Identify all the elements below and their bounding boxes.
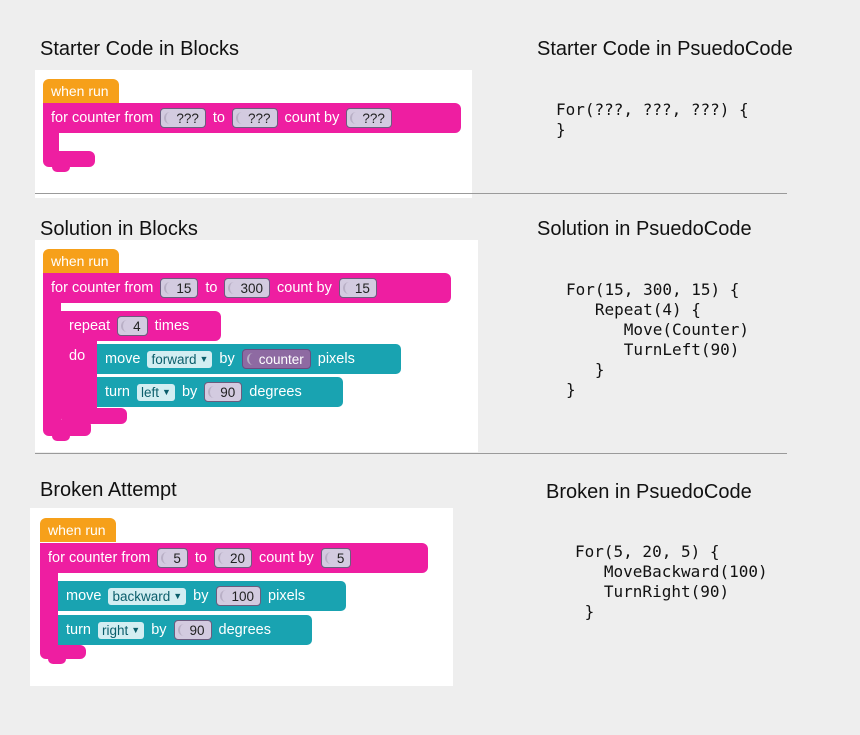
move-direction-dropdown[interactable]: forward▼: [147, 350, 213, 368]
turn-label: turn: [105, 384, 130, 400]
to-label: to: [205, 280, 218, 296]
for-loop-block[interactable]: for counter from 5 to 20 count by 5: [40, 543, 428, 573]
move-amount-slot[interactable]: 100: [215, 586, 262, 606]
from-slot[interactable]: ???: [160, 108, 206, 128]
dropdown-caret-icon: ▼: [162, 387, 171, 397]
degrees-label: degrees: [249, 384, 302, 400]
repeat-arm: [61, 341, 97, 411]
move-direction-value: forward: [151, 351, 197, 367]
block-notch: [52, 166, 70, 172]
starter-blocks-title: Starter Code in Blocks: [40, 38, 239, 60]
pixels-label: pixels: [317, 351, 355, 367]
starter-pseudo-title: Starter Code in PsuedoCode: [537, 38, 793, 60]
turn-block[interactable]: turn right▼ by 90 degrees: [58, 615, 312, 645]
solution-pseudocode: For(15, 300, 15) { Repeat(4) { Move(Coun…: [566, 280, 750, 399]
move-label: move: [105, 351, 141, 367]
for-loop-foot: [43, 420, 91, 436]
to-slot[interactable]: ???: [231, 108, 278, 128]
dropdown-caret-icon: ▼: [199, 354, 209, 364]
turn-block[interactable]: turn left▼ by 90 degrees: [97, 377, 343, 407]
repeat-times-slot[interactable]: 4: [117, 316, 148, 336]
turn-amount-slot[interactable]: 90: [204, 382, 243, 402]
section-divider: [35, 193, 787, 194]
for-loop-foot: [43, 151, 95, 167]
turn-direction-dropdown[interactable]: left▼: [137, 383, 175, 401]
block-notch: [52, 435, 70, 441]
turn-direction-value: left: [141, 384, 160, 400]
by-slot[interactable]: 15: [338, 278, 377, 298]
pixels-label: pixels: [268, 588, 306, 604]
move-block[interactable]: move forward▼ by counter pixels: [97, 344, 401, 374]
when-run-block[interactable]: when run: [40, 518, 116, 542]
repeat-block[interactable]: repeat 4 times: [61, 311, 221, 341]
broken-pseudocode: For(5, 20, 5) { MoveBackward(100) TurnRi…: [575, 542, 768, 621]
turn-amount-slot[interactable]: 90: [173, 620, 212, 640]
for-loop-arm: [43, 303, 61, 425]
when-run-block[interactable]: when run: [43, 249, 119, 273]
degrees-label: degrees: [218, 622, 271, 638]
broken-pseudo-title: Broken in PsuedoCode: [546, 481, 752, 503]
solution-blocks-title: Solution in Blocks: [40, 218, 198, 240]
turn-direction-value: right: [102, 622, 129, 638]
to-slot[interactable]: 20: [213, 548, 252, 568]
to-label: to: [212, 110, 225, 126]
turn-direction-dropdown[interactable]: right▼: [98, 621, 145, 639]
count-by-label: count by: [277, 280, 332, 296]
dropdown-caret-icon: ▼: [173, 591, 183, 601]
for-loop-block[interactable]: for counter from 15 to 300 count by 15: [43, 273, 451, 303]
move-block[interactable]: move backward▼ by 100 pixels: [58, 581, 346, 611]
from-slot[interactable]: 15: [160, 278, 199, 298]
by-label: by: [219, 351, 235, 367]
count-by-label: count by: [284, 110, 340, 126]
times-label: times: [154, 318, 190, 334]
repeat-label: repeat: [69, 318, 111, 334]
dropdown-caret-icon: ▼: [131, 625, 141, 635]
solution-pseudo-title: Solution in PsuedoCode: [537, 218, 752, 240]
turn-label: turn: [66, 622, 91, 638]
move-label: move: [66, 588, 102, 604]
section-divider: [35, 453, 787, 454]
do-label: do: [69, 348, 86, 364]
for-label: for counter from: [48, 550, 151, 566]
counter-variable-slot[interactable]: counter: [241, 349, 311, 369]
to-label: to: [194, 550, 207, 566]
for-loop-foot: [40, 645, 86, 659]
count-by-label: count by: [258, 550, 314, 566]
to-slot[interactable]: 300: [224, 278, 270, 298]
from-slot[interactable]: 5: [157, 548, 188, 568]
for-label: for counter from: [51, 280, 154, 296]
by-label: by: [193, 588, 209, 604]
block-notch: [48, 658, 66, 664]
repeat-foot: [61, 408, 127, 424]
move-direction-value: backward: [112, 588, 171, 604]
when-run-block[interactable]: when run: [43, 79, 119, 103]
move-direction-dropdown[interactable]: backward▼: [108, 587, 187, 605]
for-loop-block[interactable]: for counter from ??? to ??? count by ???: [43, 103, 461, 133]
starter-pseudocode: For(???, ???, ???) { }: [556, 100, 749, 139]
for-label: for counter from: [51, 110, 154, 126]
by-slot[interactable]: ???: [346, 108, 392, 128]
for-loop-arm: [40, 573, 58, 651]
by-label: by: [181, 384, 198, 400]
by-slot[interactable]: 5: [320, 548, 352, 568]
broken-blocks-title: Broken Attempt: [40, 479, 177, 501]
by-label: by: [151, 622, 167, 638]
